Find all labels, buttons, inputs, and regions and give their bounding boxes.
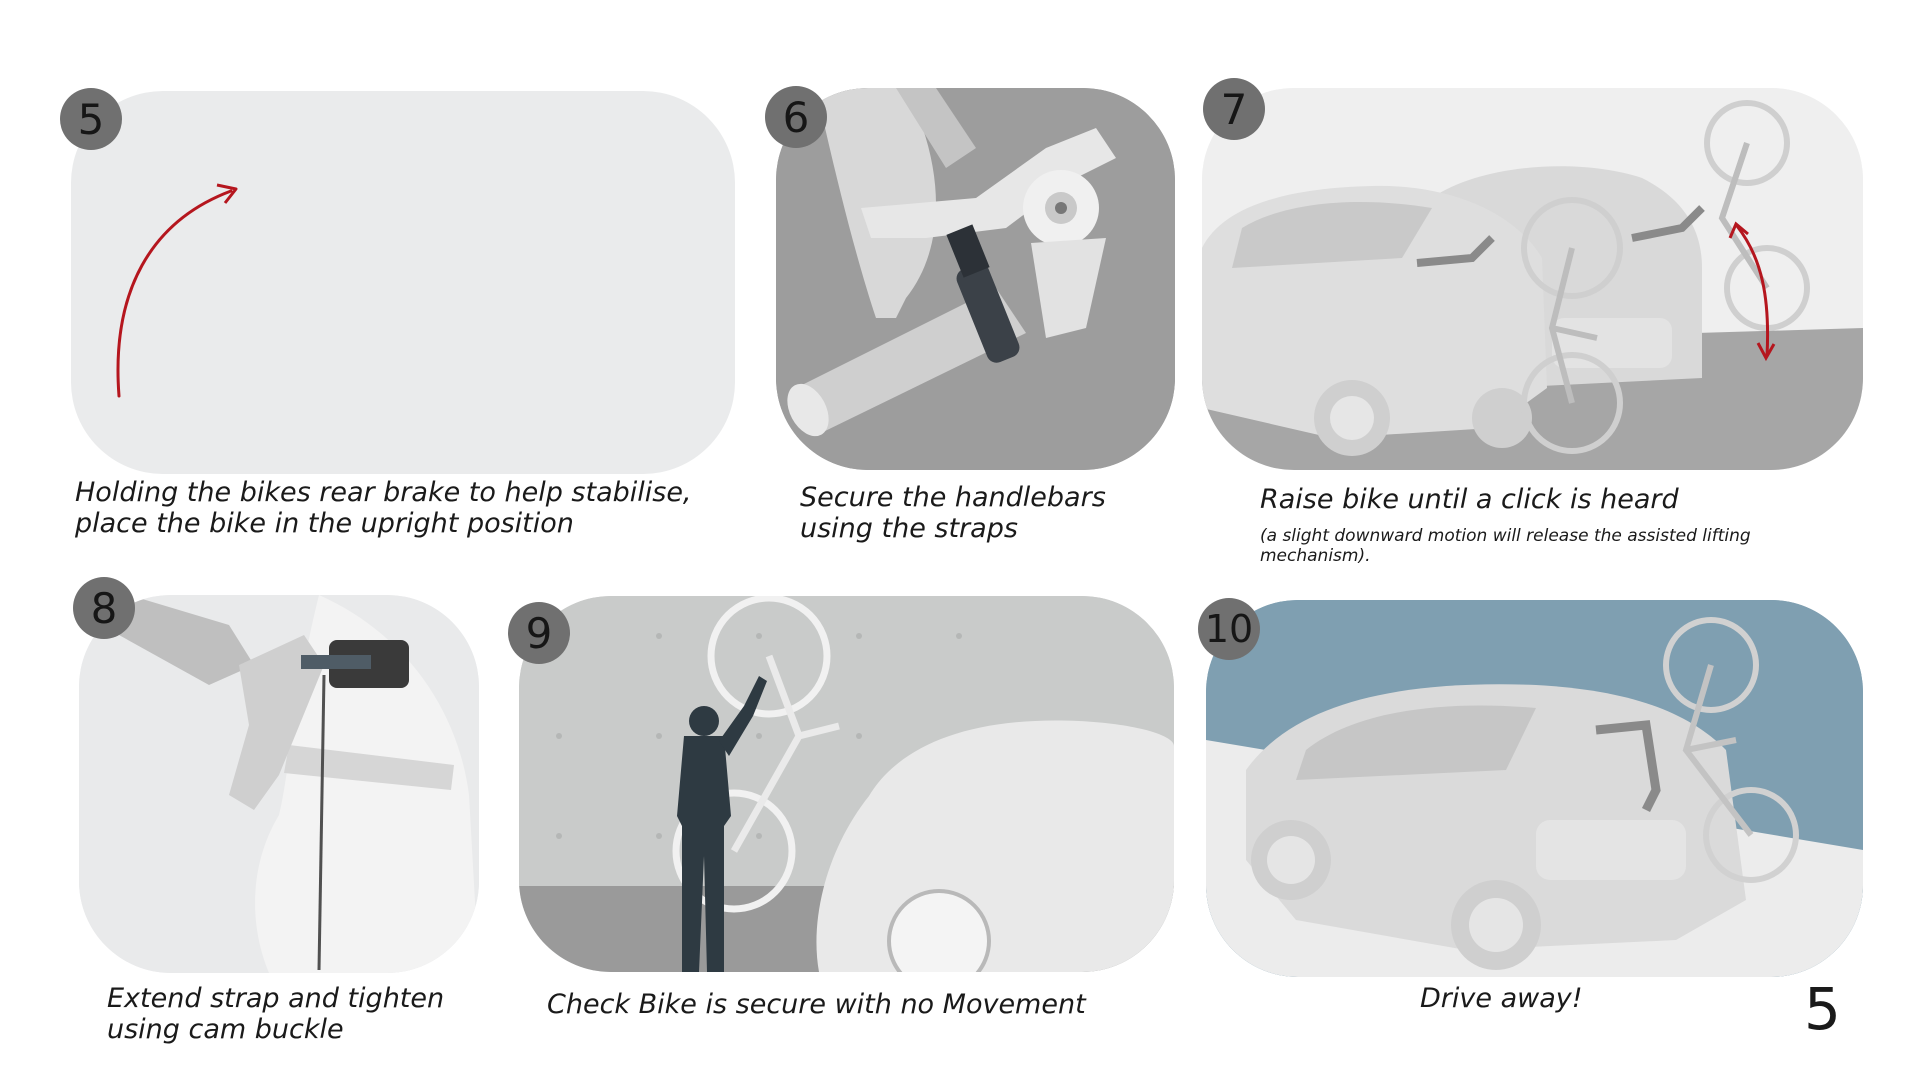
step-5-image	[71, 91, 735, 474]
step-caption: Check Bike is secure with no Movement	[547, 989, 1086, 1020]
caption-line: Check Bike is secure with no Movement	[547, 989, 1086, 1020]
lift-arrow-icon	[1735, 225, 1770, 357]
step-caption: Holding the bikes rear brake to help sta…	[75, 477, 692, 539]
bike-wheel	[1704, 100, 1790, 186]
step-7-image	[1202, 88, 1863, 470]
step-badge: 8	[73, 577, 135, 639]
caption-line: Holding the bikes rear brake to help sta…	[75, 477, 692, 508]
bike-wheel	[1703, 787, 1799, 883]
step-caption: Drive away!	[1420, 983, 1583, 1014]
handlebar-grip	[796, 288, 1026, 433]
brake-lever	[861, 128, 1116, 238]
page-number: 5	[1804, 975, 1841, 1043]
caption-line: using the straps	[800, 513, 1018, 544]
bike-wheel	[1521, 352, 1623, 454]
step-badge: 9	[508, 602, 570, 664]
bike-wheel	[1521, 197, 1623, 299]
caption-line: Raise bike until a click is heard	[1260, 484, 1679, 515]
lift-arrow-icon	[116, 189, 233, 398]
caption-line: place the bike in the upright position	[75, 508, 574, 539]
caption-line: using cam buckle	[107, 1014, 344, 1045]
step-8-image	[79, 595, 479, 973]
step-6-image	[776, 88, 1175, 470]
rack-arm	[119, 595, 254, 685]
step-badge: 7	[1203, 78, 1265, 140]
bike-wheel	[707, 596, 831, 718]
step-badge: 10	[1198, 598, 1260, 660]
note-line: mechanism).	[1260, 546, 1371, 566]
caption-line: Drive away!	[1420, 983, 1583, 1014]
rack-mount	[229, 635, 324, 810]
caption-line: Secure the handlebars	[800, 482, 1106, 513]
step-10-image	[1206, 600, 1863, 977]
step-badge: 6	[765, 86, 827, 148]
strap	[317, 674, 326, 971]
step-caption: Extend strap and tighten using cam buckl…	[107, 983, 444, 1045]
step-9-image	[519, 596, 1174, 972]
strap	[956, 263, 1020, 363]
person-silhouette	[677, 676, 767, 972]
frame-tube	[816, 88, 936, 318]
step-caption: Secure the handlebars using the straps	[800, 482, 1106, 544]
bike-wheel	[672, 789, 796, 913]
bike-wheel	[1663, 617, 1759, 713]
step-badge: 5	[60, 88, 122, 150]
arrow-head-icon	[216, 183, 238, 204]
step-caption: Raise bike until a click is heard	[1260, 484, 1679, 515]
note-line: (a slight downward motion will release t…	[1260, 526, 1751, 546]
caption-line: Extend strap and tighten	[107, 983, 445, 1014]
arrow-head-icon	[1728, 221, 1749, 239]
step-note: (a slight downward motion will release t…	[1260, 526, 1751, 566]
arrow-head-icon	[1756, 342, 1776, 362]
